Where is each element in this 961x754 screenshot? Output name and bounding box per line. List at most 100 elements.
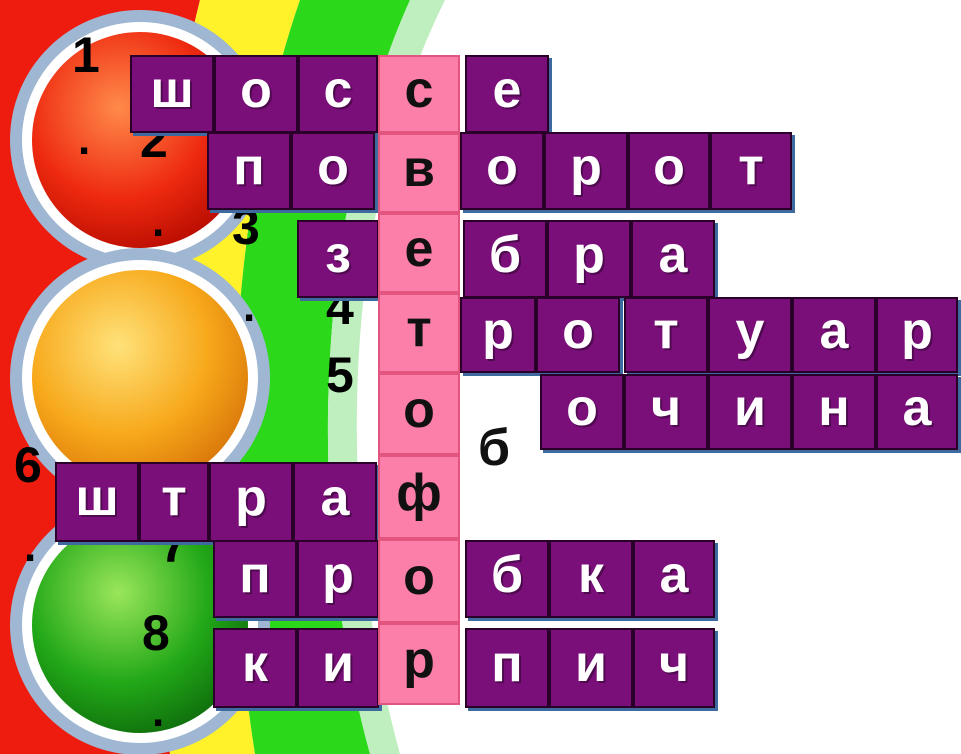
crossword-cell-3-3[interactable]: б xyxy=(463,220,547,298)
cell-letter: в xyxy=(403,140,435,198)
cell-letter: о xyxy=(486,138,518,196)
crossword-cell-2-7[interactable]: т xyxy=(710,132,792,210)
cell-letter: а xyxy=(658,226,688,284)
cell-letter: и xyxy=(322,635,354,693)
crossword-cell-2-4[interactable]: о xyxy=(460,132,544,210)
cell-letter: б xyxy=(490,546,524,604)
crossword-cell-2-2[interactable]: о xyxy=(291,132,375,210)
row-number-1-dot: . xyxy=(78,115,91,164)
crossword-key-cell-3[interactable]: е xyxy=(378,213,460,293)
crossword-cell-7-4[interactable]: б xyxy=(465,540,549,618)
cell-letter: т xyxy=(161,469,187,527)
row-number-8: 8 xyxy=(142,605,170,661)
cell-letter: п xyxy=(233,138,265,196)
crossword-cell-1-5[interactable]: е xyxy=(465,55,549,133)
crossword-cell-4-4[interactable]: т xyxy=(624,297,708,373)
cell-letter: а xyxy=(819,302,849,360)
cell-letter: о xyxy=(403,381,435,439)
crossword-cell-4-7[interactable]: р xyxy=(876,297,958,373)
cell-letter: р xyxy=(573,226,605,284)
crossword-cell-4-5[interactable]: у xyxy=(708,297,792,373)
green-lamp xyxy=(10,495,270,754)
row-number-6: 6 xyxy=(14,437,42,493)
cell-letter: р xyxy=(570,138,602,196)
crossword-cell-8-4[interactable]: п xyxy=(465,628,549,708)
cell-letter: п xyxy=(239,546,271,604)
crossword-cell-8-5[interactable]: и xyxy=(549,628,633,708)
cell-letter: ш xyxy=(75,469,119,527)
cell-letter: с xyxy=(323,61,353,119)
row-number-3: 3 xyxy=(232,199,260,255)
crossword-key-cell-4[interactable]: т xyxy=(378,293,460,373)
crossword-cell-5-7[interactable]: а xyxy=(876,374,958,450)
crossword-key-cell-8[interactable]: р xyxy=(378,623,460,705)
crossword-key-cell-6[interactable]: ф xyxy=(378,455,460,539)
cell-letter: е xyxy=(492,61,522,119)
crossword-cell-6-4[interactable]: а xyxy=(293,462,377,542)
row-number-5: 5 xyxy=(326,347,354,403)
cell-letter: а xyxy=(320,469,350,527)
cell-letter: с xyxy=(404,61,434,119)
crossword-cell-2-1[interactable]: п xyxy=(207,132,291,210)
crossword-key-cell-1[interactable]: с xyxy=(378,55,460,133)
row-number-2-dot: . xyxy=(152,197,165,246)
crossword-cell-8-1[interactable]: к xyxy=(213,628,297,708)
crossword-cell-2-5[interactable]: р xyxy=(544,132,628,210)
cell-letter: и xyxy=(734,379,766,437)
crossword-cell-6-2[interactable]: т xyxy=(139,462,209,542)
crossword-cell-5-5[interactable]: и xyxy=(708,374,792,450)
cell-letter: т xyxy=(653,302,679,360)
crossword-key-cell-5[interactable]: о xyxy=(378,373,460,455)
crossword-cell-7-1[interactable]: п xyxy=(213,540,297,618)
cell-letter: р xyxy=(322,546,354,604)
cell-letter: н xyxy=(818,379,850,437)
cell-letter: о xyxy=(562,302,594,360)
cell-letter: з xyxy=(325,226,351,284)
crossword-key-cell-2[interactable]: в xyxy=(378,133,460,213)
crossword-cell-3-5[interactable]: а xyxy=(631,220,715,298)
cell-letter: и xyxy=(575,635,607,693)
cell-letter: р xyxy=(235,469,267,527)
crossword-cell-3-4[interactable]: р xyxy=(547,220,631,298)
crossword-cell-7-2[interactable]: р xyxy=(297,540,379,618)
cell-letter: к xyxy=(577,546,605,604)
cell-letter: о xyxy=(240,61,272,119)
yellow-lamp xyxy=(10,248,270,508)
cell-letter: у xyxy=(735,302,765,360)
crossword-cell-4-3[interactable]: о xyxy=(536,297,620,373)
cell-letter: а xyxy=(659,546,689,604)
cell-letter: о xyxy=(317,138,349,196)
crossword-cell-7-6[interactable]: а xyxy=(633,540,715,618)
crossword-cell-8-6[interactable]: ч xyxy=(633,628,715,708)
cell-letter: т xyxy=(738,138,764,196)
crossword-key-cell-7[interactable]: о xyxy=(378,539,460,623)
cell-letter: е xyxy=(404,220,434,278)
crossword-cell-7-5[interactable]: к xyxy=(549,540,633,618)
cell-letter: т xyxy=(406,300,432,358)
crossword-cell-2-6[interactable]: о xyxy=(628,132,710,210)
cell-letter: р xyxy=(403,631,435,689)
cell-letter: о xyxy=(403,548,435,606)
crossword-cell-1-2[interactable]: о xyxy=(214,55,298,133)
row-number-3-dot: . xyxy=(243,282,256,331)
crossword-cell-4-2[interactable]: р xyxy=(460,297,536,373)
cell-letter: ф xyxy=(396,464,442,522)
crossword-cell-5-4[interactable]: ч xyxy=(624,374,708,450)
row-number-1: 1 xyxy=(72,27,100,83)
crossword-cell-8-2[interactable]: и xyxy=(297,628,379,708)
crossword-cell-5-3[interactable]: о xyxy=(540,374,624,450)
crossword-cell-3-1[interactable]: з xyxy=(297,220,379,298)
cell-letter: а xyxy=(902,379,932,437)
crossword-cell-1-3[interactable]: с xyxy=(298,55,378,133)
crossword-loose-letter-5-2: б xyxy=(478,419,511,477)
crossword-cell-4-6[interactable]: а xyxy=(792,297,876,373)
crossword-cell-6-1[interactable]: ш xyxy=(55,462,139,542)
crossword-cell-6-3[interactable]: р xyxy=(209,462,293,542)
cell-letter: р xyxy=(901,302,933,360)
crossword-cell-5-6[interactable]: н xyxy=(792,374,876,450)
cell-letter: к xyxy=(241,635,269,693)
row-number-6-dot: . xyxy=(24,522,37,571)
cell-letter: ч xyxy=(650,379,682,437)
crossword-cell-1-1[interactable]: ш xyxy=(130,55,214,133)
row-number-8-dot: . xyxy=(152,687,165,736)
